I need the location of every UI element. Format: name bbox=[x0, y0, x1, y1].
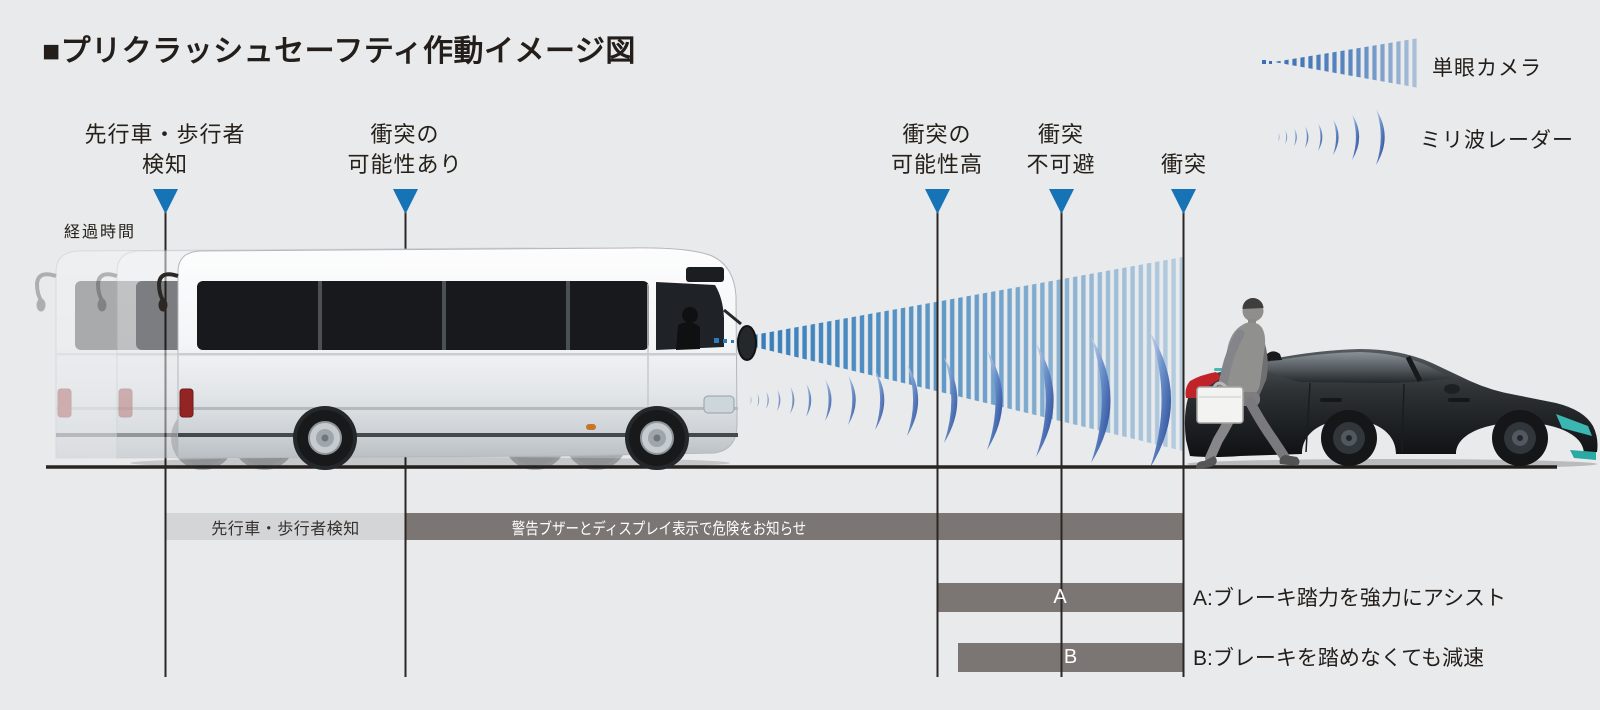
pedestrian-back-shoe bbox=[1279, 455, 1300, 466]
car-headlamp bbox=[1556, 414, 1592, 436]
auto-brake-description: B:ブレーキを踏めなくても減速 bbox=[1193, 647, 1485, 670]
camera-beam-tip-dashes bbox=[714, 338, 734, 343]
camera-beam-icon bbox=[1262, 38, 1420, 88]
pedestrian-back-leg bbox=[1245, 397, 1289, 461]
detection-band-label: 先行車・歩行者検知 bbox=[211, 520, 360, 538]
brake-assist-description: A:ブレーキ踏力を強力にアシスト bbox=[1193, 587, 1507, 610]
elapsed-time-label: 経過時間 bbox=[64, 224, 137, 241]
car-glasshouse bbox=[1256, 352, 1452, 383]
marker-label-unavoidable: 衝突 不可避 bbox=[1026, 122, 1096, 177]
pedestrian-hair bbox=[1242, 297, 1264, 309]
page-title: ■プリクラッシュセーフティ作動イメージ図 bbox=[42, 35, 636, 68]
brake-assist-band-label: A bbox=[1053, 586, 1067, 608]
camera-beam bbox=[726, 257, 1184, 451]
car-door-seam bbox=[1305, 382, 1405, 453]
car-tail-lamp bbox=[1185, 372, 1222, 398]
car-rear-wheel bbox=[1321, 410, 1377, 466]
marker-triangle bbox=[925, 189, 950, 214]
pedestrian-front-arm bbox=[1217, 329, 1245, 393]
car-icon bbox=[1184, 349, 1598, 469]
marker-triangle bbox=[1171, 189, 1196, 214]
pedestrian-icon bbox=[1196, 297, 1300, 469]
briefcase bbox=[1196, 386, 1244, 424]
car-drl bbox=[1570, 450, 1596, 460]
marker-label-collision: 衝突 bbox=[1160, 152, 1207, 177]
radar-waves bbox=[750, 332, 1172, 468]
auto-brake-band bbox=[958, 643, 1183, 672]
marker-triangle bbox=[393, 189, 418, 214]
car-front-wheel bbox=[1492, 410, 1548, 466]
legend-camera-label: 単眼カメラ bbox=[1432, 57, 1542, 80]
marker-label-possible: 衝突の 可能性あり bbox=[347, 122, 463, 177]
marker-label-likely: 衝突の 可能性高 bbox=[890, 122, 983, 177]
bus-icon bbox=[156, 245, 758, 472]
briefcase-handle bbox=[1212, 381, 1228, 389]
auto-brake-band-label: B bbox=[1063, 646, 1078, 668]
car-door-handle bbox=[1448, 398, 1470, 402]
marker-label-detection: 先行車・歩行者 検知 bbox=[84, 122, 246, 177]
car-mirror bbox=[1444, 384, 1460, 394]
car-door-handle bbox=[1320, 398, 1342, 402]
warning-band-label: 警告ブザーとディスプレイ表示で危険をお知らせ bbox=[511, 520, 807, 538]
marker-triangles bbox=[153, 189, 1196, 214]
marker-triangle bbox=[153, 189, 178, 214]
warning-band bbox=[406, 513, 1183, 540]
marker-triangle bbox=[1049, 189, 1074, 214]
brake-assist-band bbox=[937, 583, 1183, 612]
legend-radar-label: ミリ波レーダー bbox=[1420, 129, 1574, 152]
pedestrian-front-shoe bbox=[1196, 456, 1217, 469]
car-pillar bbox=[1405, 355, 1423, 383]
radar-wave-icon bbox=[1278, 109, 1385, 165]
car-shark-fin bbox=[1265, 351, 1282, 361]
detection-band bbox=[165, 513, 406, 540]
